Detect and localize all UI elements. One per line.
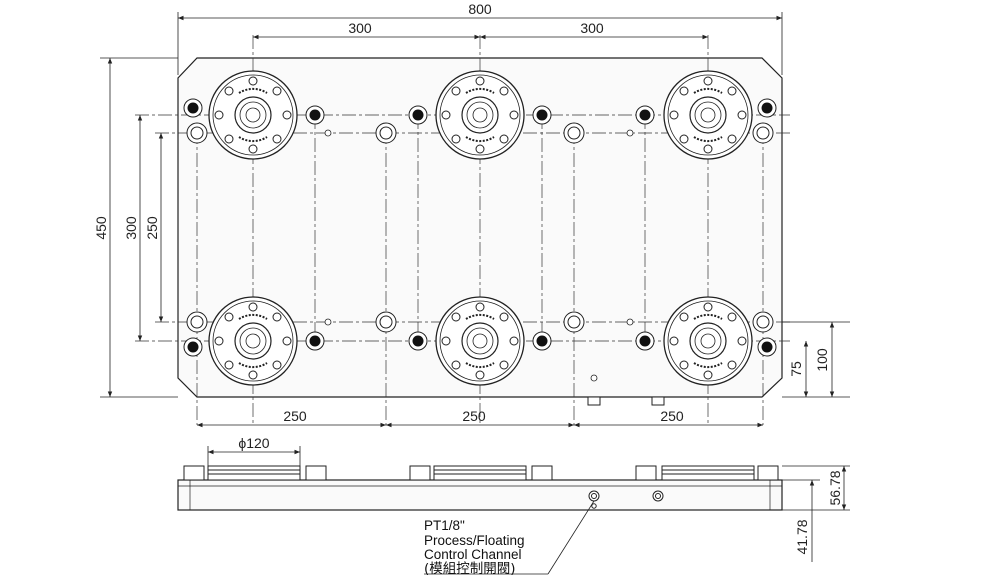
note-line3: Control Channel xyxy=(424,547,522,562)
top-dimensions xyxy=(100,12,850,428)
side-ports xyxy=(588,490,664,509)
note-line1: PT1/8" xyxy=(424,518,465,533)
note-line2: Process/Floating xyxy=(424,533,525,548)
port-note: PT1/8" Process/Floating Control Channel … xyxy=(424,518,525,577)
top-view xyxy=(135,35,790,425)
chuck-top-middle xyxy=(435,70,525,160)
dim-chuck-diameter: ϕ120 xyxy=(238,435,269,451)
chuck-bottom-left xyxy=(208,296,298,386)
small-holes xyxy=(324,129,634,382)
note-line4: (模組控制開閥) xyxy=(424,561,516,577)
dim-edge-to-pin: 100 xyxy=(814,348,830,372)
mounting-bolts xyxy=(183,98,777,357)
chuck-bottom-middle xyxy=(435,296,525,386)
chuck-top-right xyxy=(663,70,753,160)
dim-chuck-pitch-left: 300 xyxy=(348,20,372,36)
dim-edge-to-chuck: 75 xyxy=(788,361,804,377)
bottom-fittings xyxy=(587,396,665,406)
dim-bottom-pitch-left: 250 xyxy=(283,408,307,424)
dim-total-height: 56.78 xyxy=(827,470,843,505)
locating-pins xyxy=(186,122,774,333)
side-view xyxy=(177,465,783,511)
dim-chuck-pitch-vertical: 300 xyxy=(123,216,139,240)
chuck-top-left xyxy=(208,70,298,160)
dim-overall-width: 800 xyxy=(468,1,492,17)
side-chucks xyxy=(183,465,779,481)
chuck-bottom-right xyxy=(663,296,753,386)
dim-bottom-pitch-right: 250 xyxy=(660,408,684,424)
side-dimensions xyxy=(207,446,850,575)
dim-overall-height: 450 xyxy=(93,216,109,240)
dim-pin-pitch-vertical: 250 xyxy=(144,216,160,240)
dim-bottom-pitch-middle: 250 xyxy=(462,408,486,424)
dim-plate-height: 41.78 xyxy=(794,519,810,554)
side-plate xyxy=(177,479,783,511)
dim-chuck-pitch-right: 300 xyxy=(580,20,604,36)
